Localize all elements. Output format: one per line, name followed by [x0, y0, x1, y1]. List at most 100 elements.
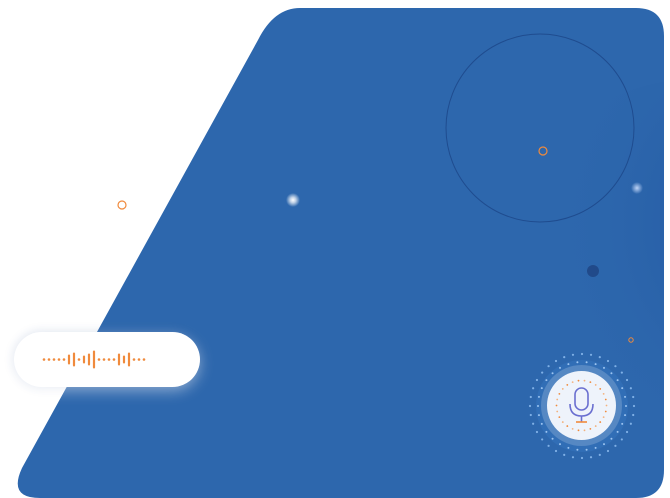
waveform-dot [137, 358, 141, 361]
ring-dot [554, 359, 558, 363]
ring-dot [620, 371, 623, 374]
ring-dot [535, 378, 539, 382]
waveform-dot [112, 358, 116, 361]
ring-dot [603, 443, 605, 446]
ring-dot [621, 422, 624, 425]
mic-inner-dot [571, 427, 574, 430]
decor-large-circle [510, 80, 664, 440]
waveform-dot [77, 358, 81, 361]
ring-dot [547, 444, 550, 447]
waveform-bar [117, 353, 121, 366]
ring-dot [567, 363, 570, 366]
mic-inner-dot [589, 427, 592, 430]
ring-dot [585, 361, 588, 364]
ring-dot [563, 453, 566, 456]
waveform-bar [92, 350, 96, 369]
ring-dot [598, 356, 601, 359]
voice-waveform-pill [14, 332, 200, 387]
mic-inner-dot [555, 404, 558, 407]
ring-dot [594, 446, 597, 449]
ring-dot [563, 356, 566, 359]
ring-dot [571, 353, 575, 356]
waveform-bar [82, 355, 86, 364]
mic-inner-dot [604, 398, 607, 401]
ring-dot [559, 366, 561, 369]
ring-dot [528, 404, 532, 408]
microphone-icon [555, 379, 608, 432]
decor-outline-circle [445, 33, 635, 223]
ring-dot [540, 422, 543, 425]
ring-dot [580, 352, 584, 356]
mic-inner-dot [605, 404, 608, 407]
mic-inner-dot [599, 388, 602, 390]
ring-dot [529, 395, 532, 399]
ring-dot [598, 453, 601, 456]
microphone-button[interactable] [547, 371, 616, 440]
glow-dot [286, 193, 300, 207]
waveform-dot [47, 358, 51, 361]
ring-dot [537, 414, 540, 417]
waveform-bar [72, 352, 76, 367]
mic-inner-dot [602, 392, 605, 395]
ring-dot [589, 456, 593, 459]
ring-dot [603, 366, 605, 369]
ring-dot [594, 363, 597, 366]
ring-dot [576, 361, 579, 364]
ring-dot [589, 353, 593, 356]
waveform-dot [97, 358, 101, 361]
orange-ring [628, 337, 634, 343]
ring-dot [541, 438, 544, 441]
ring-dot [547, 365, 550, 368]
waveform-dot [42, 358, 46, 361]
ring-dot [606, 359, 610, 363]
mic-inner-dot [602, 416, 605, 419]
waveform-dot [102, 358, 106, 361]
ring-dot [624, 414, 627, 417]
waveform-dot [107, 358, 111, 361]
mic-inner-dot [577, 379, 580, 382]
ring-dot [629, 422, 632, 425]
mic-inner-dot [594, 384, 597, 386]
ring-dot [537, 405, 539, 407]
ring-dot [551, 437, 554, 440]
mic-inner-dot [571, 381, 574, 384]
ring-dot [632, 413, 635, 417]
ring-dot [580, 456, 584, 460]
mic-inner-dot [594, 425, 597, 427]
ring-dot [571, 456, 575, 459]
ring-dot [576, 448, 579, 451]
ring-dot [606, 449, 610, 453]
mic-inner-dot [599, 421, 602, 423]
ring-dot [632, 395, 635, 399]
mic-inner-dot [604, 410, 607, 413]
ring-dot [610, 372, 613, 375]
ring-dot [540, 387, 543, 390]
waveform-icon [42, 350, 146, 369]
ring-dot [621, 387, 624, 390]
mic-inner-dot [558, 392, 561, 395]
mic-inner-dot [577, 429, 580, 432]
ring-dot [567, 446, 570, 449]
mic-inner-dot [583, 379, 586, 382]
waveform-dot [62, 358, 66, 361]
orange-ring [117, 200, 127, 210]
mic-inner-dot [556, 398, 559, 401]
ring-dot [541, 371, 544, 374]
ring-dot [585, 448, 588, 451]
ring-dot [545, 430, 548, 433]
ring-dot [545, 379, 548, 382]
waveform-dot [57, 358, 61, 361]
ring-dot [616, 379, 619, 382]
decor-dark-dot [587, 265, 599, 277]
glow-dot [631, 182, 643, 194]
ring-dot [529, 413, 532, 417]
waveform-bar [67, 354, 71, 365]
ring-dot [610, 437, 613, 440]
ring-dot [532, 422, 535, 425]
ring-dot [616, 430, 619, 433]
ring-dot [629, 387, 632, 390]
ring-dot [537, 395, 540, 398]
mic-inner-dot [558, 416, 561, 419]
ring-dot [551, 372, 554, 375]
mic-inner-dot [583, 429, 586, 432]
